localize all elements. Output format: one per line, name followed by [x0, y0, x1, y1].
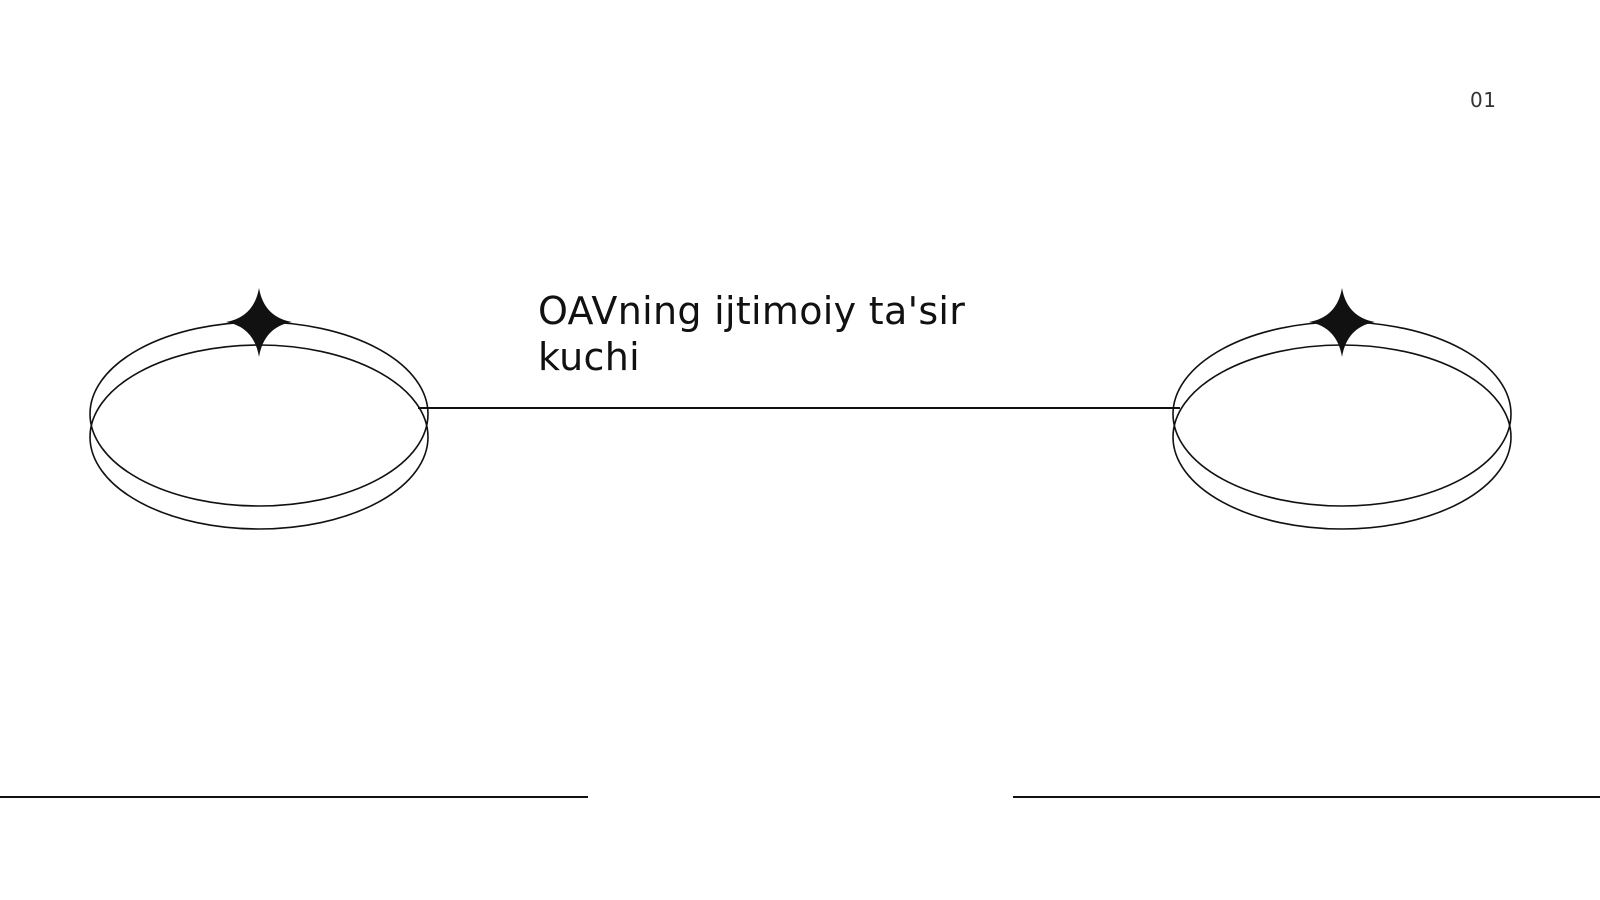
sparkle-icon: [226, 288, 292, 357]
slide-title: OAVning ijtimoiy ta'sir kuchi: [538, 289, 966, 379]
left-orb-icon: [89, 288, 429, 530]
right-orb-icon: [1172, 288, 1512, 530]
page-number: 01: [1470, 88, 1497, 112]
sparkle-icon: [1309, 288, 1375, 357]
